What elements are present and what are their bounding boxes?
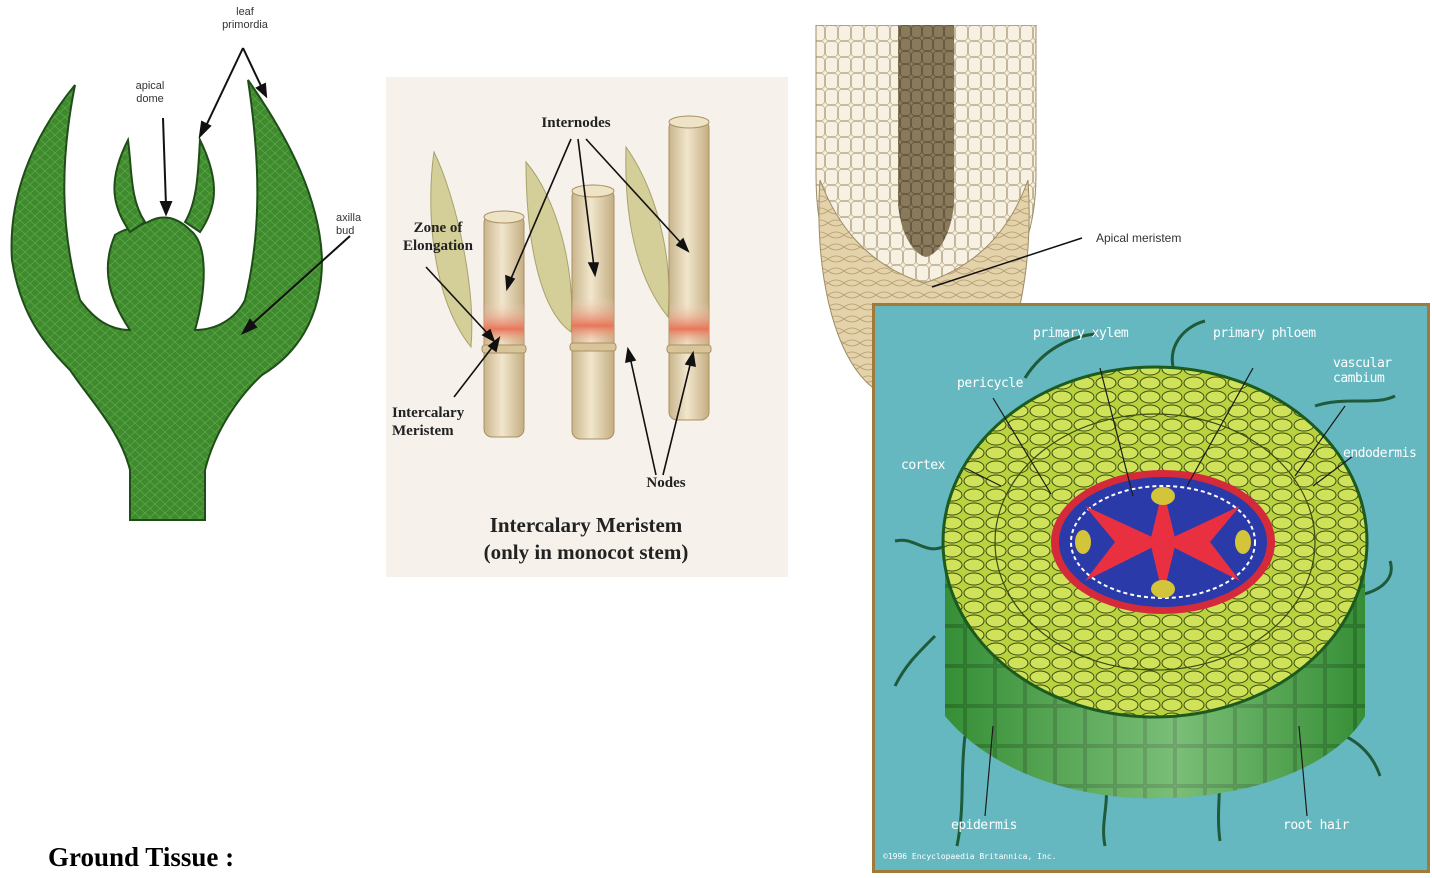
leaf-2: [526, 162, 572, 332]
shoot-apex-diagram: leaf primordia apical dome axilla bud: [0, 0, 360, 525]
primary-phloem-label: primary phloem: [1213, 326, 1316, 341]
arrow-apical-dome: [163, 118, 166, 206]
zone-of-elongation-label: Zone of Elongation: [388, 219, 488, 255]
root-hair-label: root hair: [1283, 818, 1349, 833]
section-heading: Ground Tissue :: [48, 842, 234, 873]
axillary-bud-label: axilla bud: [336, 212, 366, 238]
apical-meristem-label: Apical meristem: [1096, 232, 1226, 245]
intercalary-meristem-label: Intercalary Meristem: [392, 404, 502, 440]
stem-3: [669, 120, 709, 420]
vascular-cambium-label: vascular cambium: [1333, 356, 1392, 386]
inner-primordium-right: [185, 140, 214, 232]
cortex-label: cortex: [901, 458, 945, 473]
inner-primordium-left: [114, 140, 145, 232]
epidermis-label: epidermis: [951, 818, 1017, 833]
nodes-label: Nodes: [626, 477, 706, 490]
caption-subtitle: (only in monocot stem): [416, 540, 756, 564]
endodermis-label: endodermis: [1343, 446, 1416, 461]
primary-xylem-label: primary xylem: [1033, 326, 1128, 341]
copyright-label: ©1996 Encyclopaedia Britannica, Inc.: [883, 852, 1056, 861]
arrow-leaf-primordia-1: [205, 48, 243, 128]
shoot-apex-illustration: [0, 0, 360, 525]
intercalary-meristem-diagram: Internodes Zone of Elongation Intercalar…: [386, 77, 788, 577]
apical-dome-label: apical dome: [120, 80, 180, 106]
intercalary-illustration: [386, 77, 788, 577]
arrow-leaf-primordia-2: [243, 48, 262, 88]
shoot-body: [12, 80, 322, 520]
pericycle-label: pericycle: [957, 376, 1023, 391]
internodes-label: Internodes: [521, 117, 631, 130]
leaf-3: [626, 147, 669, 317]
root-core: [898, 25, 954, 257]
leaf-primordia-label: leaf primordia: [205, 6, 285, 32]
root-cross-section-diagram: primary xylem primary phloem vascular ca…: [872, 303, 1430, 873]
caption-title: Intercalary Meristem: [416, 513, 756, 537]
